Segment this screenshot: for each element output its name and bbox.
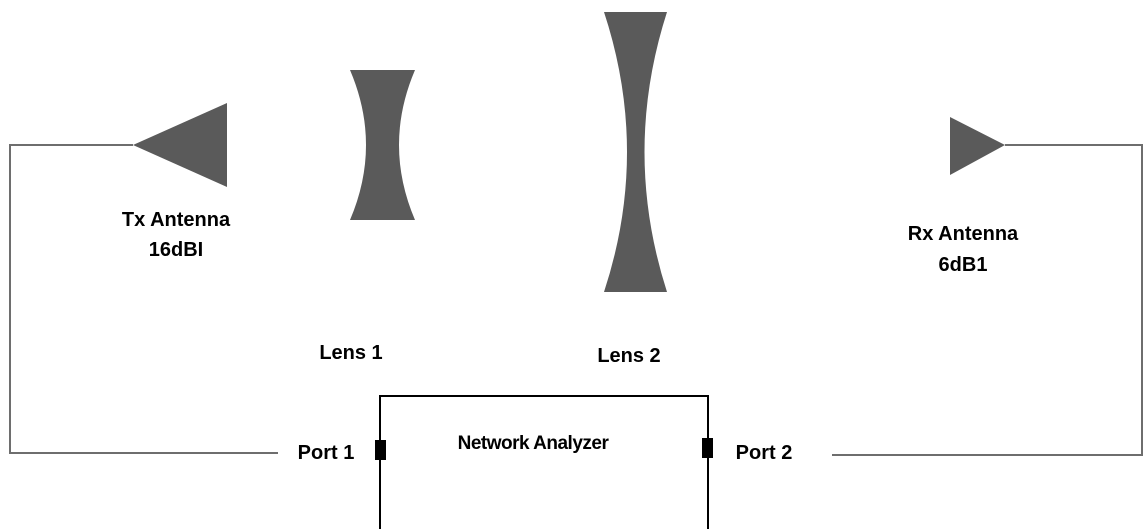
tx-antenna-label: Tx Antenna	[122, 209, 231, 231]
port-1-label: Port 1	[298, 442, 355, 464]
port-2-label: Port 2	[736, 442, 793, 464]
lens-1-label: Lens 1	[319, 342, 382, 364]
rx-antenna-gain: 6dB1	[939, 254, 988, 276]
lens-1-shape	[350, 70, 415, 220]
lens-2-shape	[604, 12, 667, 292]
port-1-connector	[375, 440, 386, 460]
rx-antenna-label: Rx Antenna	[908, 223, 1019, 245]
tx-antenna-gain: 16dBI	[149, 239, 203, 261]
tx-antenna-horn	[133, 103, 227, 187]
rx-antenna-horn	[950, 117, 1005, 175]
lens-2-label: Lens 2	[597, 345, 660, 367]
network-analyzer-label: Network Analyzer	[458, 433, 610, 454]
port-2-connector	[702, 438, 713, 458]
rx-cable	[832, 144, 1143, 456]
network-analyzer-box	[379, 395, 709, 529]
tx-cable	[9, 144, 278, 454]
